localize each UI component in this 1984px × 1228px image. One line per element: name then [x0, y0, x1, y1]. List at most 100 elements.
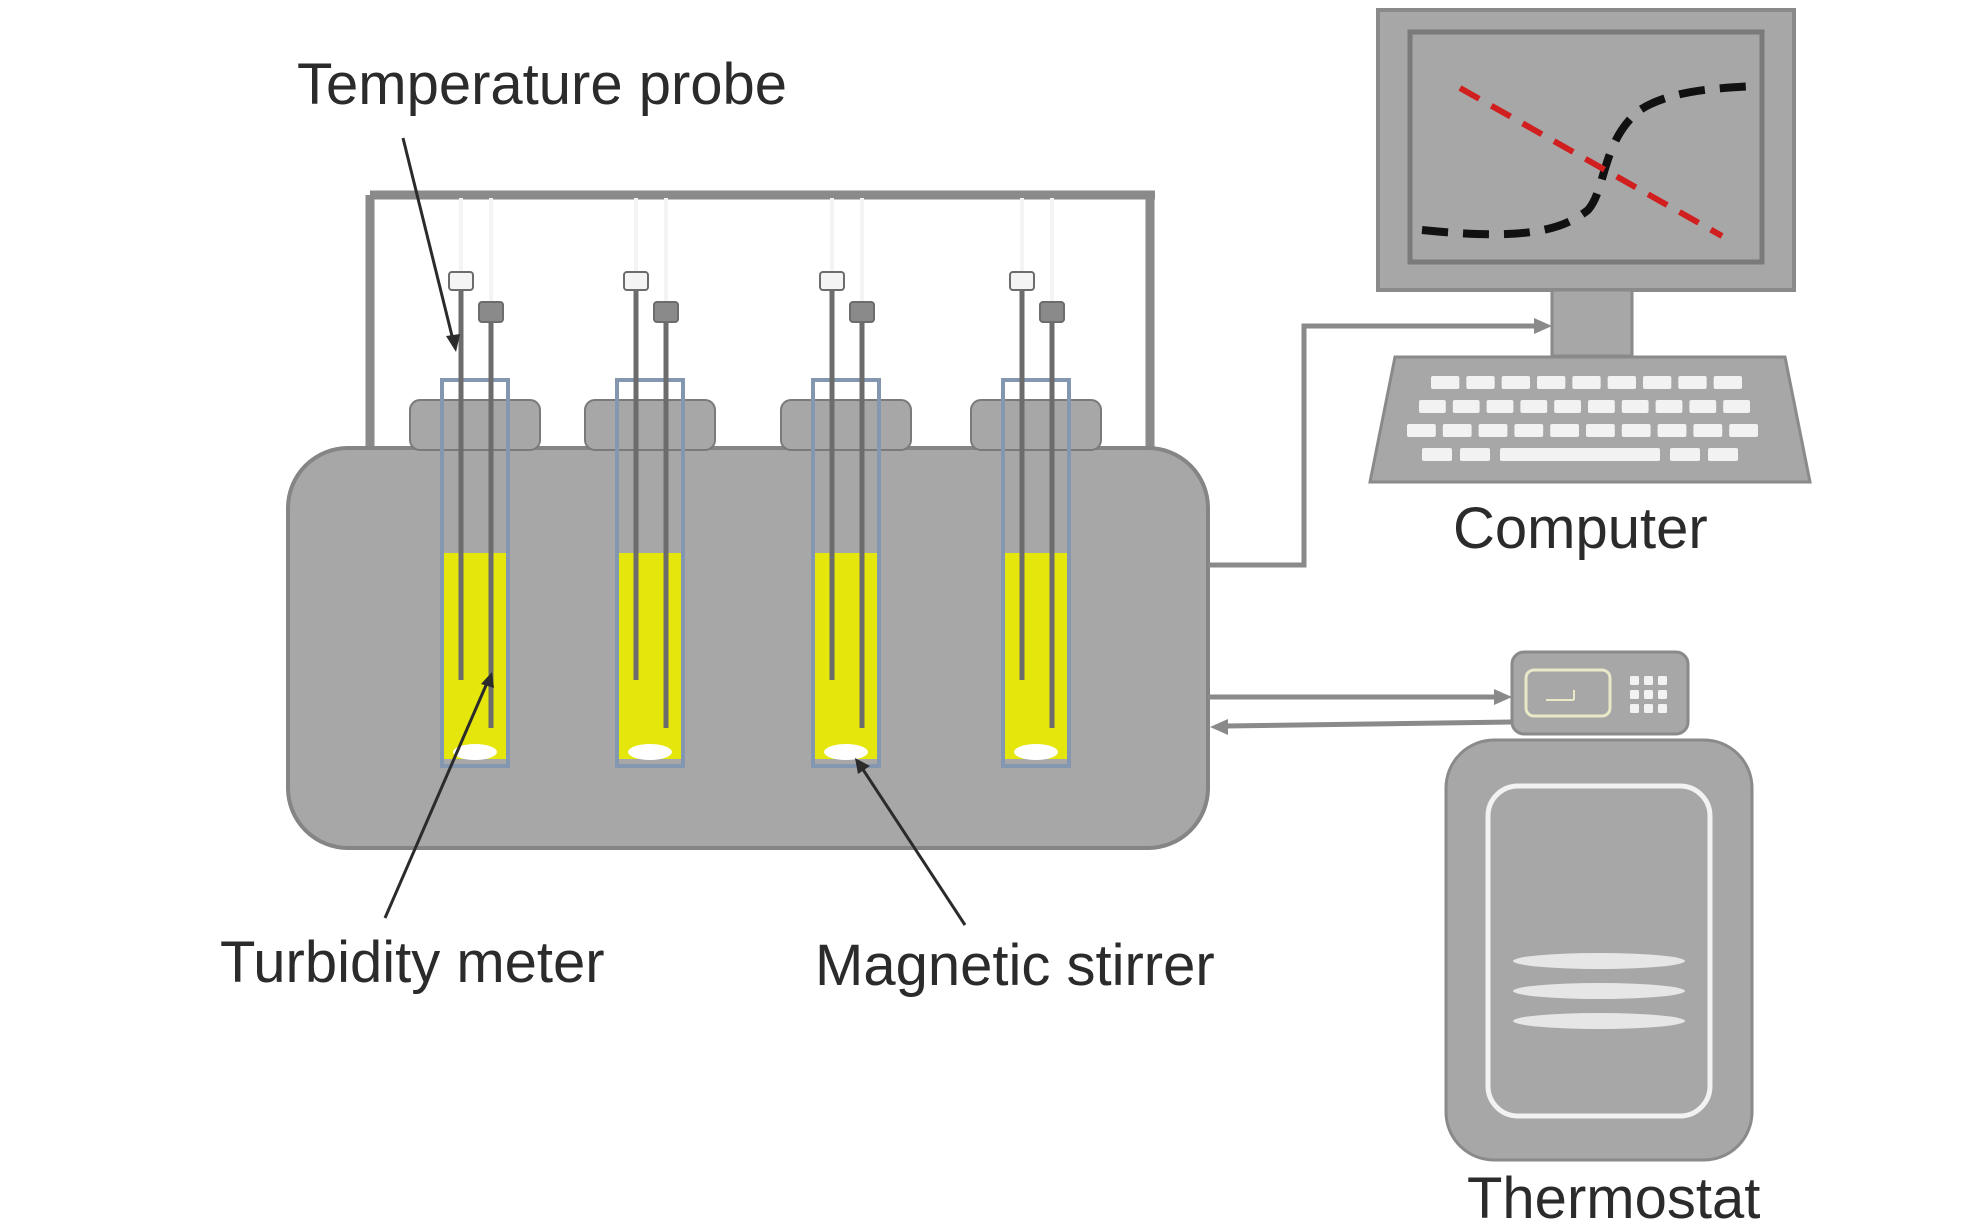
keyboard: [1368, 355, 1812, 484]
keyboard-key: [1442, 424, 1472, 437]
keyboard-key: [1621, 400, 1649, 413]
monitor-curve-red: [1458, 85, 1724, 239]
keyboard-key: [1657, 424, 1687, 437]
thermostat-button: [1630, 704, 1639, 713]
vessel-cap: [970, 399, 1102, 451]
keyboard-key: [1607, 376, 1636, 389]
temperature-probe-head: [1009, 271, 1035, 291]
keyboard-key: [1670, 448, 1700, 461]
keyboard-key: [1588, 400, 1615, 413]
temperature-probe-head: [819, 271, 845, 291]
keyboard-key: [1678, 376, 1707, 389]
keyboard-key: [1554, 400, 1581, 413]
turbidity-meter-pointer-arrowhead: [481, 672, 494, 688]
keyboard-key: [1431, 376, 1460, 389]
turbidity-meter-head: [849, 301, 875, 323]
keyboard-key: [1520, 400, 1548, 413]
temperature-probe-head: [448, 271, 474, 291]
keyboard-key: [1655, 400, 1683, 413]
vessel-1: [409, 198, 541, 768]
keyboard-key: [1407, 424, 1436, 437]
thermostat-button: [1644, 676, 1653, 685]
vessel-tube: [811, 378, 881, 768]
reaction-vessels: [409, 198, 1102, 768]
keyboard-key: [1422, 448, 1452, 461]
keyboard-key: [1572, 376, 1601, 389]
thermostat-button: [1644, 690, 1653, 699]
temperature-probe-pointer-arrowhead: [446, 334, 460, 352]
vessel-solution: [813, 553, 879, 759]
keyboard-key: [1643, 376, 1672, 389]
turbidity-meter-head: [653, 301, 679, 323]
thermostat-button: [1658, 704, 1667, 713]
keyboard-key: [1478, 424, 1508, 437]
connections: [1208, 318, 1552, 735]
thermostat-door: [1485, 783, 1713, 1119]
vessel-tube: [615, 378, 685, 768]
stir-bar: [453, 744, 497, 760]
thermostat-body: [1444, 738, 1754, 1162]
stir-bar: [824, 744, 868, 760]
vessel-3: [780, 198, 912, 768]
keyboard-keys: [1407, 376, 1758, 461]
vessel-2: [584, 198, 716, 768]
thermostat-vent: [1513, 953, 1685, 969]
computer-connection-arrowhead: [1534, 318, 1552, 334]
thermostat-button: [1658, 690, 1667, 699]
keyboard-key: [1693, 424, 1723, 437]
thermostat-label: Thermostat: [1467, 1166, 1760, 1228]
keyboard-key: [1689, 400, 1717, 413]
thermostat-vent: [1513, 1013, 1685, 1029]
vessel-solution: [617, 553, 683, 759]
turbidity-meter-pointer: [383, 682, 489, 919]
monitor-curve-black: [1421, 82, 1756, 239]
monitor-screen: [1407, 29, 1765, 265]
magnetic-stirrer-pointer: [860, 767, 967, 926]
keyboard-key: [1713, 376, 1742, 389]
label-pointers: [383, 137, 967, 926]
vessel-solution: [442, 553, 508, 759]
vessel-solution: [1003, 553, 1069, 759]
vessel-tube: [1001, 378, 1071, 768]
turbidity-meter-label: Turbidity meter: [220, 930, 605, 995]
thermostat-button: [1630, 676, 1639, 685]
thermostat-button: [1644, 704, 1653, 713]
thermostat: [1444, 650, 1754, 1162]
temperature-probe-label: Temperature probe: [297, 52, 787, 117]
keyboard-key: [1621, 424, 1651, 437]
magnetic-stirrer-label: Magnetic stirrer: [815, 933, 1215, 998]
keyboard-key: [1419, 400, 1446, 413]
thermostat-return-arrowhead: [1210, 719, 1228, 735]
keyboard-key: [1723, 400, 1750, 413]
keyboard-key: [1514, 424, 1544, 437]
computer: [1368, 8, 1812, 484]
thermostat-button: [1630, 690, 1639, 699]
vessel-cap: [584, 399, 716, 451]
turbidity-meter-head: [1039, 301, 1065, 323]
keyboard-key: [1501, 376, 1530, 389]
stir-bar: [628, 744, 672, 760]
turbidity-meter-head: [478, 301, 504, 323]
bath-block: [286, 446, 1210, 850]
keyboard-key: [1460, 448, 1490, 461]
keyboard-key: [1708, 448, 1738, 461]
temperature-probe-pointer: [401, 137, 455, 341]
thermostat-supply-arrowhead: [1494, 689, 1512, 705]
keyboard-key: [1466, 376, 1495, 389]
vessel-tube: [440, 378, 510, 768]
monitor-stand: [1550, 288, 1634, 358]
thermostat-buttons: [1630, 676, 1667, 713]
thermostat-button: [1658, 676, 1667, 685]
keyboard-key: [1729, 424, 1758, 437]
support-frame: [365, 190, 1155, 455]
thermostat-vent: [1513, 983, 1685, 999]
vessel-cap: [780, 399, 912, 451]
stir-bar: [1014, 744, 1058, 760]
thermostat-control-panel: [1510, 650, 1690, 736]
computer-connection-line: [1208, 323, 1535, 568]
thermostat-display: [1524, 668, 1612, 718]
keyboard-key: [1586, 424, 1615, 437]
vessel-4: [970, 198, 1102, 768]
vessel-cap: [409, 399, 541, 451]
